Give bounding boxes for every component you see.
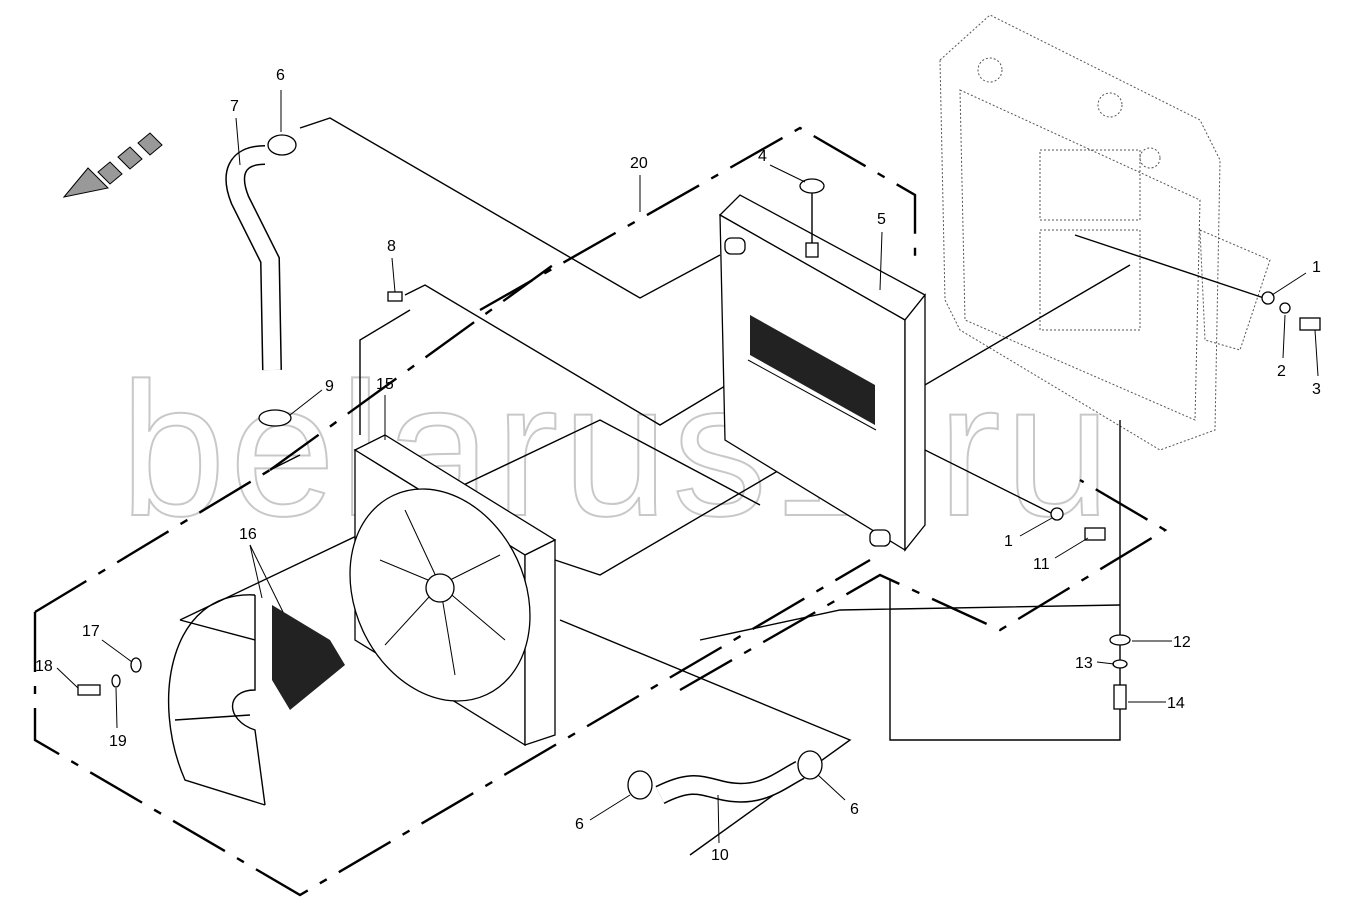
radiator-frame bbox=[939, 14, 1271, 451]
lower-hose bbox=[627, 750, 823, 805]
callout-7: 7 bbox=[230, 98, 239, 115]
callout-13: 13 bbox=[1075, 655, 1093, 672]
assembly-outline bbox=[33, 126, 1168, 897]
radiator bbox=[718, 194, 926, 552]
upper-hose bbox=[225, 134, 297, 427]
callout-9: 9 bbox=[325, 378, 334, 395]
fan-guard bbox=[167, 594, 345, 806]
callout-16: 16 bbox=[239, 526, 257, 543]
callout-18: 18 bbox=[35, 658, 53, 675]
callout-4: 4 bbox=[758, 148, 767, 165]
watermark: belarus1.ru bbox=[120, 344, 1115, 556]
callout-6: 6 bbox=[575, 816, 584, 833]
callout-20: 20 bbox=[630, 155, 648, 172]
callout-19: 19 bbox=[109, 733, 127, 750]
callout-1: 1 bbox=[1312, 259, 1321, 276]
callout-10: 10 bbox=[711, 847, 729, 864]
callout-12: 12 bbox=[1173, 634, 1191, 651]
fasteners bbox=[77, 291, 1321, 710]
callout-leaders bbox=[56, 90, 1319, 844]
callout-1: 1 bbox=[1004, 533, 1013, 550]
radiator-core-grill bbox=[747, 315, 877, 431]
callout-2: 2 bbox=[1277, 363, 1286, 380]
radiator-cap bbox=[799, 178, 825, 258]
callout-17: 17 bbox=[82, 623, 100, 640]
callout-14: 14 bbox=[1167, 695, 1185, 712]
fan-shroud bbox=[349, 434, 557, 747]
callout-6: 6 bbox=[276, 67, 285, 84]
callout-15: 15 bbox=[376, 376, 394, 393]
callout-8: 8 bbox=[387, 238, 396, 255]
callout-6: 6 bbox=[850, 801, 859, 818]
callout-labels: 6 7 20 4 5 8 1 2 3 9 15 16 1 11 12 13 14… bbox=[35, 67, 1321, 864]
callout-3: 3 bbox=[1312, 381, 1321, 398]
callout-11: 11 bbox=[1033, 556, 1050, 573]
callout-5: 5 bbox=[877, 211, 886, 228]
direction-arrow-icon bbox=[62, 132, 163, 198]
